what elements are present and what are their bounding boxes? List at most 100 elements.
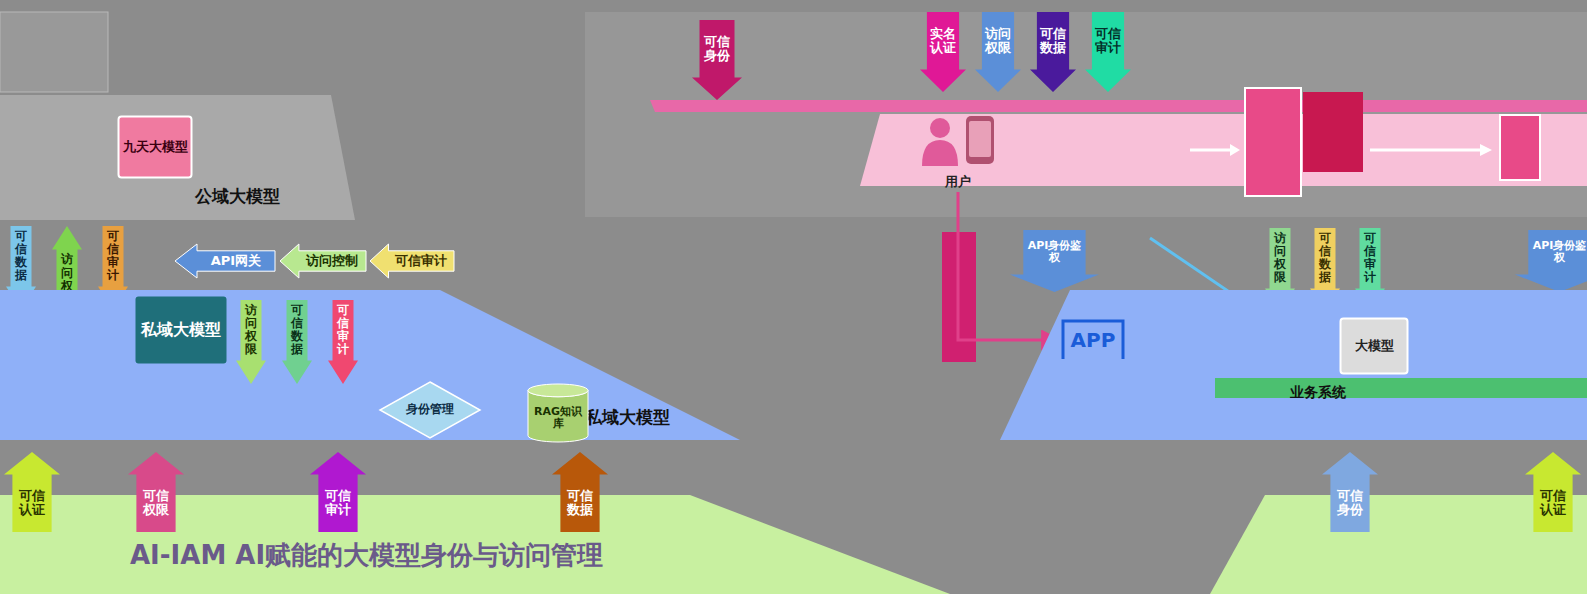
user-icon: 用户 — [900, 112, 1016, 192]
arrow-shape — [552, 452, 608, 532]
arrow-shape — [1085, 12, 1131, 92]
app-icon — [1500, 115, 1540, 180]
flow-head — [1480, 144, 1492, 156]
platform-band: 私域大模型私域大模型访问权限可信数据可信审计身份管理RAG知识库 — [0, 290, 740, 440]
app-frame — [1063, 321, 1123, 359]
label-holder: 访问权限 — [241, 300, 262, 360]
node-label: API网关 — [211, 254, 261, 269]
label-holder: 可信审计 — [1360, 228, 1381, 288]
label-holder: API网关 — [197, 251, 275, 271]
node-label: 可信数据 — [1319, 232, 1331, 285]
label-holder: 访问权限 — [982, 12, 1014, 70]
arrow-shape — [4, 452, 60, 532]
phone-icon — [966, 116, 994, 164]
label-holder: 访问权限 — [1270, 228, 1291, 288]
arrow-shape — [975, 12, 1021, 92]
label-holder: 可信审计 — [1092, 12, 1124, 70]
node-label: 可信认证 — [19, 489, 45, 518]
arrow-shape — [920, 12, 966, 92]
label-holder: 可信认证 — [1533, 474, 1572, 532]
app-icon — [1303, 92, 1363, 172]
node-label: 可信审计 — [395, 254, 447, 269]
node-label: 访问控制 — [306, 254, 358, 269]
node-label: 访问权限 — [985, 27, 1011, 56]
label-arrow: 可信身份 — [1322, 452, 1378, 532]
node-label: 可信身份 — [704, 35, 730, 64]
zone-label: AI-IAM AI赋能的大模型身份与访问管理 — [130, 540, 603, 570]
node-label: 身份管理 — [406, 403, 454, 417]
node-label: 大模型 — [1355, 339, 1394, 354]
label-arrow: 可信数据 — [552, 452, 608, 532]
label-arrow: 可信审计 — [328, 300, 358, 384]
box-shape — [136, 297, 227, 364]
cylinder-shape — [528, 390, 588, 442]
box-shape — [1341, 319, 1408, 374]
platform-shape — [0, 290, 740, 440]
arrow-shape — [1515, 230, 1587, 292]
node-label: 实名认证 — [930, 27, 956, 56]
app-icon — [1245, 88, 1301, 196]
label-holder: 私域大模型 — [139, 299, 223, 361]
database-cylinder: RAG知识库 — [528, 384, 588, 442]
zone-label: 业务系统 — [1290, 384, 1346, 400]
label-holder: 用户 — [900, 172, 1016, 192]
node-label: API身份鉴权 — [1023, 240, 1085, 265]
flow-line — [1190, 149, 1236, 152]
node-outline — [1000, 290, 1587, 440]
node-label: 可信认证 — [1540, 489, 1566, 518]
label-holder: 访问控制 — [299, 251, 366, 271]
system-strip — [1215, 378, 1587, 398]
label-arrow: 访问权限 — [975, 12, 1021, 92]
node-label: 可信审计 — [107, 230, 119, 283]
node-label: 可信审计 — [337, 304, 349, 357]
pink-bar — [650, 100, 1587, 112]
label-arrow: 可信审计 — [310, 452, 366, 532]
node-label: 可信数据 — [15, 230, 27, 283]
flow-head — [1230, 144, 1240, 156]
label-holder: 可信数据 — [1315, 228, 1336, 288]
label-arrow: 可信认证 — [1525, 452, 1581, 532]
arrow-shape — [370, 244, 454, 278]
platform-band: 业务系统 APP 大模型 — [1000, 290, 1587, 440]
arrow-shape — [175, 244, 275, 278]
label-holder: 可信数据 — [1037, 12, 1069, 70]
arrow-shape — [1322, 452, 1378, 532]
flow-line — [1370, 149, 1486, 152]
label-arrow: 可信数据 — [1030, 12, 1076, 92]
label-holder: APP — [1064, 321, 1122, 359]
node-label: 用户 — [945, 175, 971, 190]
node-label: 可信权限 — [143, 489, 169, 518]
label-arrow: 访问权限 — [236, 300, 266, 384]
node-label: RAG知识库 — [531, 406, 585, 431]
box-shape — [119, 117, 192, 178]
arrow-shape — [1525, 452, 1581, 532]
label-arrow: 可信数据 — [282, 300, 312, 384]
label-arrow: 可信身份 — [692, 20, 742, 100]
label-arrow: API身份鉴权 — [1515, 230, 1587, 292]
zone-label: 公域大模型 — [195, 186, 280, 206]
label-arrow: 可信认证 — [4, 452, 60, 532]
label-arrow: API网关 — [175, 244, 275, 278]
arrow-shape — [692, 20, 742, 100]
node-label: 可信审计 — [1364, 232, 1376, 285]
process-box: 九天大模型 — [118, 116, 192, 178]
label-holder: RAG知识库 — [531, 397, 585, 440]
process-box: 大模型 — [1340, 318, 1408, 374]
label-holder: 可信身份 — [1330, 474, 1369, 532]
label-holder: 可信权限 — [136, 474, 175, 532]
decision-diamond: 身份管理 — [380, 382, 480, 438]
label-arrow: 可信权限 — [128, 452, 184, 532]
label-holder: 可信身份 — [700, 20, 735, 78]
node-label: 私域大模型 — [141, 321, 221, 339]
user-body — [922, 140, 958, 166]
node-label: 访问权限 — [245, 304, 257, 357]
arrow-shape — [310, 452, 366, 532]
node-label: 可信数据 — [291, 304, 303, 357]
cylinder-top — [528, 384, 588, 397]
node-label: 可信数据 — [567, 489, 593, 518]
node-label: API身份鉴权 — [1528, 240, 1587, 265]
node-label: 九天大模型 — [123, 140, 188, 155]
label-holder: 身份管理 — [400, 393, 460, 427]
label-holder: 可信数据 — [11, 226, 32, 286]
